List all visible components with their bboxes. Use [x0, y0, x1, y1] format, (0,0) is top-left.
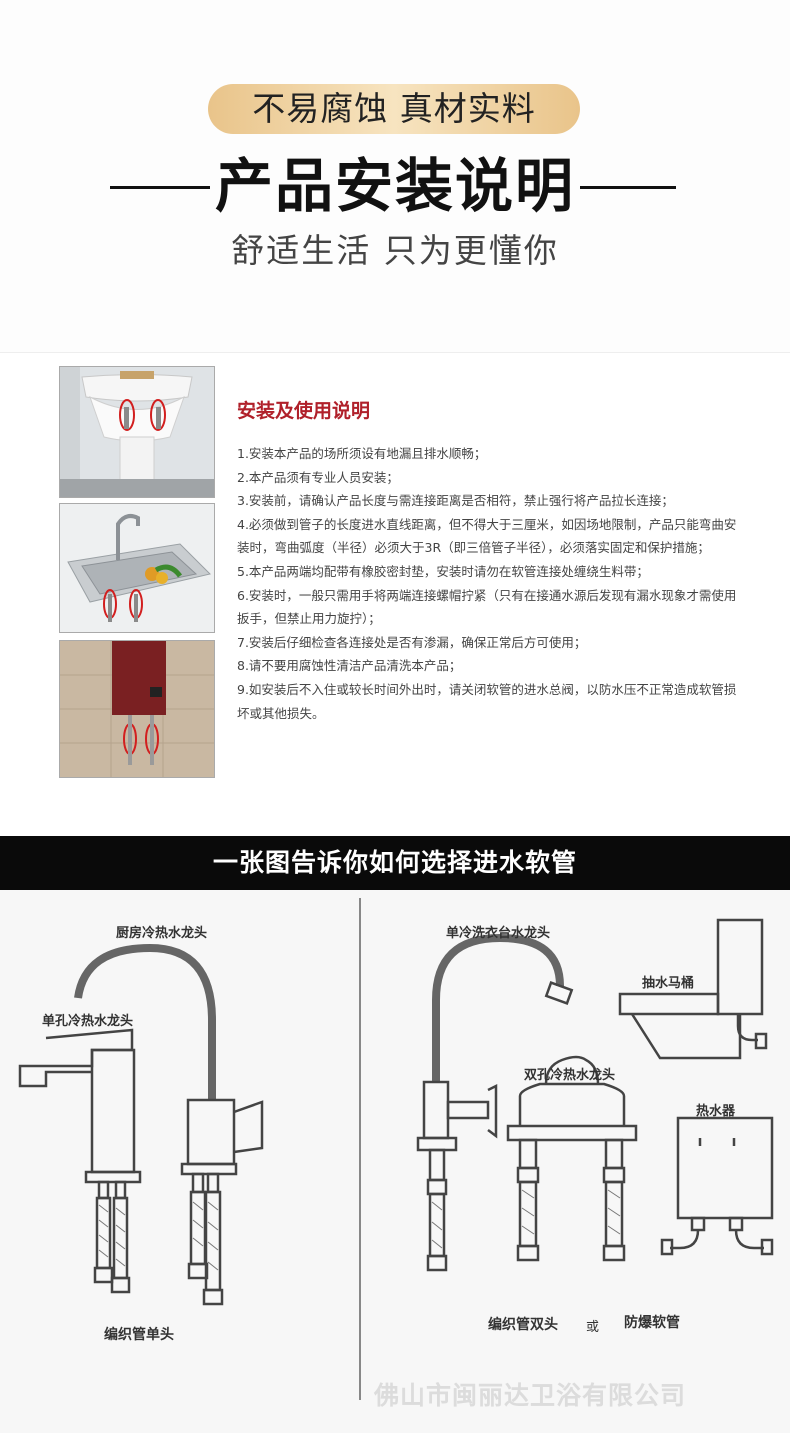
- hose-selection-diagram: 厨房冷热水龙头 单孔冷热水龙头 单冷洗衣台水龙头 抽水马桶 双孔冷热水龙头 热水…: [0, 890, 790, 1433]
- instruction-item: 8.请不要用腐蚀性清洁产品清洗本产品；: [237, 658, 462, 674]
- instructions-list: 1.安装本产品的场所须设有地漏且排水顺畅； 2.本产品须有专业人员安装； 3.安…: [237, 442, 737, 725]
- title-rule-left: [110, 186, 210, 189]
- header-section: [0, 0, 790, 352]
- instruction-item: 1.安装本产品的场所须设有地漏且排水顺畅；: [237, 446, 487, 461]
- instruction-item: 5.本产品两端均配带有橡胶密封垫，安装时请勿在软管连接处缠绕生料带；: [237, 563, 649, 579]
- label-toilet: 抽水马桶: [642, 976, 695, 991]
- instruction-item: 4.必须做到管子的长度进水直线距离，但不得大于三厘米，如因场地限制，产品只能弯曲…: [237, 516, 737, 556]
- instruction-item: 7.安装后仔细检查各连接处是否有渗漏，确保正常后方可使用；: [237, 634, 587, 650]
- page-subtitle: 舒适生活 只为更懂你: [231, 231, 559, 270]
- company-watermark: 佛山市闽丽达卫浴有限公司: [374, 1381, 687, 1410]
- label-water-heater: 热水器: [696, 1104, 736, 1119]
- diagram-drawing: [18, 898, 774, 1400]
- label-or: 或: [586, 1320, 600, 1335]
- label-braided-single: 编织管单头: [104, 1327, 174, 1343]
- title-rule-right: [580, 186, 676, 189]
- instruction-item: 6.安装时，一般只需用手将两端连接螺帽拧紧（只有在接通水源后发现有漏水现象才需使…: [237, 587, 737, 627]
- title-row: 产品安装说明: [0, 148, 790, 224]
- label-single-hole-faucet: 单孔冷热水龙头: [42, 1014, 134, 1029]
- instruction-item: 3.安装前，请确认产品长度与需连接距离是否相符，禁止强行将产品拉长连接；: [237, 493, 674, 509]
- section-band-title: 一张图告诉你如何选择进水软管: [0, 836, 790, 890]
- label-braided-double: 编织管双头: [488, 1317, 558, 1333]
- badge: 不易腐蚀 真材实料: [208, 84, 580, 134]
- label-single-cold-faucet: 单冷洗衣台水龙头: [446, 926, 551, 941]
- instruction-item: 2.本产品须有专业人员安装；: [237, 469, 399, 485]
- instruction-item: 9.如安装后不入住或较长时间外出时，请关闭软管的进水总阀，以防水压不正常造成软管…: [237, 681, 737, 721]
- water-heater-photo: [59, 640, 215, 778]
- instructions-heading: 安装及使用说明: [237, 400, 371, 422]
- basin-photo: [59, 366, 215, 498]
- page-title: 产品安装说明: [214, 152, 575, 220]
- label-explosion-proof: 防爆软管: [624, 1315, 680, 1331]
- label-kitchen-faucet: 厨房冷热水龙头: [116, 926, 208, 941]
- sink-photo: [59, 503, 215, 633]
- label-double-hole-faucet: 双孔冷热水龙头: [524, 1068, 616, 1083]
